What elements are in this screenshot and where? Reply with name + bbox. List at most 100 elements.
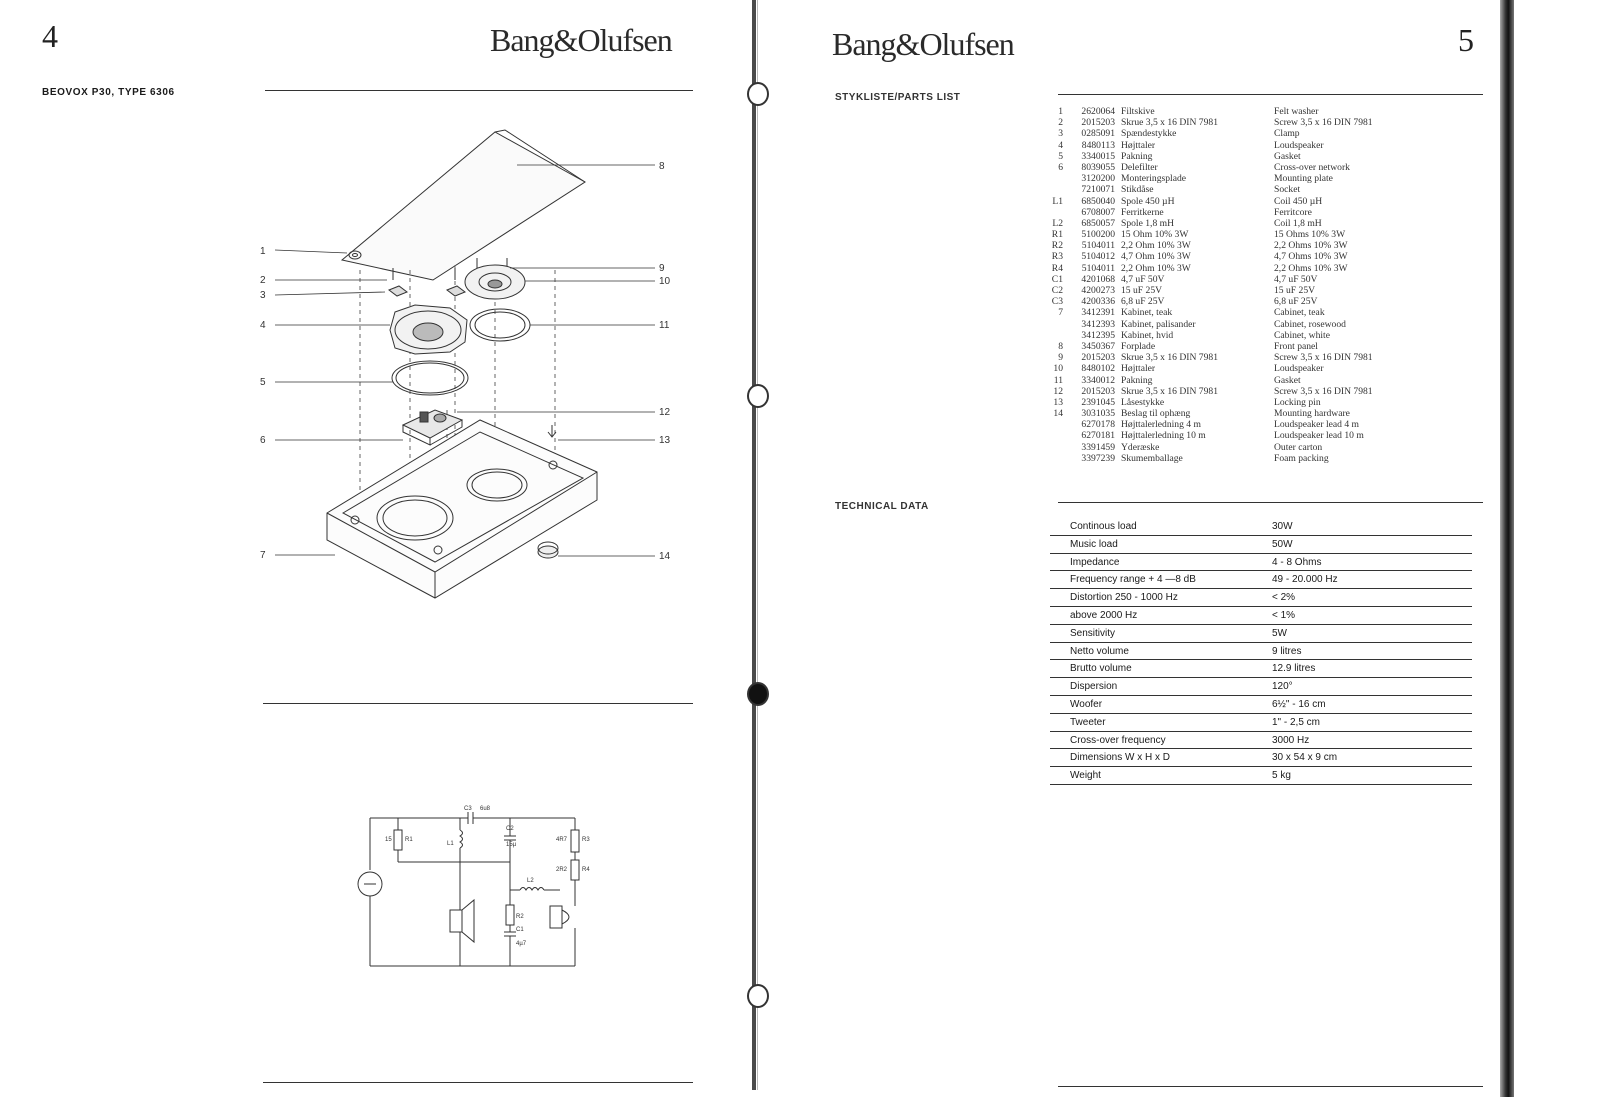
tech-label: Netto volume [1070,645,1129,657]
tech-value: 30 x 54 x 9 cm [1272,752,1338,764]
parts-position: 2 [1058,117,1063,129]
callout-9: 9 [659,263,665,274]
part-name-danish: Forplade [1121,340,1156,352]
parts-position: 3 [1058,128,1063,140]
part-name-danish: Beslag til ophæng [1121,408,1191,420]
header-rule-right [1058,94,1483,95]
part-name-danish: Monteringsplade [1121,173,1187,185]
part-name-english: Loudspeaker [1274,363,1324,375]
part-name-english: Gasket [1274,150,1301,162]
tech-value: < 1% [1272,609,1296,621]
parts-position: 7 [1058,307,1063,319]
part-name-english: 4,7 Ohms 10% 3W [1274,251,1348,263]
part-number: 0285091 [1081,128,1115,140]
part-name-danish: Stikdåse [1121,184,1154,196]
tech-label: Music load [1070,538,1118,550]
binder-hole-4 [747,984,769,1008]
tech-label: Distortion 250 - 1000 Hz [1070,592,1178,604]
tech-label: Frequency range + 4 —8 dB [1070,574,1196,586]
part-number: 2015203 [1081,385,1115,397]
part-name-english: 15 uF 25V [1274,285,1316,296]
label-r2: R2 [516,914,524,920]
part-number: 2620064 [1081,106,1115,117]
part-name-danish: Højttaler [1121,363,1156,375]
tech-value: 9 litres [1272,645,1302,657]
part-number: 6270181 [1081,430,1115,442]
callout-8: 8 [659,161,665,172]
part-name-english: Gasket [1274,374,1301,386]
part-number: 3412395 [1081,329,1115,341]
part-number: 2015203 [1081,117,1115,129]
callout-5: 5 [260,377,266,388]
tech-value: 12.9 litres [1272,663,1316,675]
parts-position [1045,173,1063,184]
part-name-english: Ferritcore [1274,206,1312,218]
label-c3-value: 6u8 [480,806,491,812]
callout-2: 2 [260,275,266,286]
label-r3: R3 [582,837,590,843]
parts-position: 11 [1053,374,1063,386]
label-r1-value: 15 [385,837,392,843]
part-name-english: Loudspeaker lead 10 m [1274,430,1364,442]
part-number: 3412393 [1081,318,1115,330]
part-number: 5104012 [1081,251,1115,263]
parts-position: R4 [1051,262,1063,274]
binder-hole-3 [747,682,769,706]
part-name-english: Loudspeaker lead 4 m [1274,419,1359,431]
tech-label: Continous load [1070,521,1137,532]
part-name-english: Locking pin [1274,396,1321,408]
tech-label: Dispersion [1070,681,1118,693]
part-name-english: Outer carton [1274,441,1323,453]
parts-position: L2 [1052,217,1063,229]
part-name-english: 2,2 Ohms 10% 3W [1274,262,1348,274]
part-name-english: Mounting plate [1274,173,1333,185]
footer-rule-right [1058,1086,1483,1087]
part-name-english: Loudspeaker [1274,139,1324,151]
part-name-danish: Pakning [1121,150,1153,162]
technical-rule [1058,502,1483,503]
part-name-english: Front panel [1274,340,1318,352]
parts-position: L1 [1052,195,1063,207]
tech-value: 6½" - 16 cm [1272,698,1326,710]
parts-position [1045,319,1063,330]
part-name-english: 6,8 uF 25V [1274,296,1318,308]
callout-3: 3 [260,290,266,301]
part-number: 5104011 [1081,240,1115,252]
part-name-danish: 4,7 Ohm 10% 3W [1121,251,1191,263]
tech-label: Weight [1070,770,1101,782]
part-name-english: Foam packing [1274,452,1329,464]
footer-rule-left [263,1082,693,1083]
parts-position: 6 [1058,161,1063,173]
parts-position: 13 [1053,396,1063,408]
label-c2: C2 [506,826,514,832]
parts-position: C3 [1051,296,1063,308]
part-number: 3450367 [1081,340,1115,352]
part-name-english: Cross-over network [1274,161,1350,173]
part-number: 6270178 [1081,419,1115,431]
part-name-danish: 15 uF 25V [1121,285,1163,296]
part-name-danish: 15 Ohm 10% 3W [1121,229,1189,241]
tech-label: Tweeter [1070,716,1106,728]
header-rule-left [265,90,693,91]
